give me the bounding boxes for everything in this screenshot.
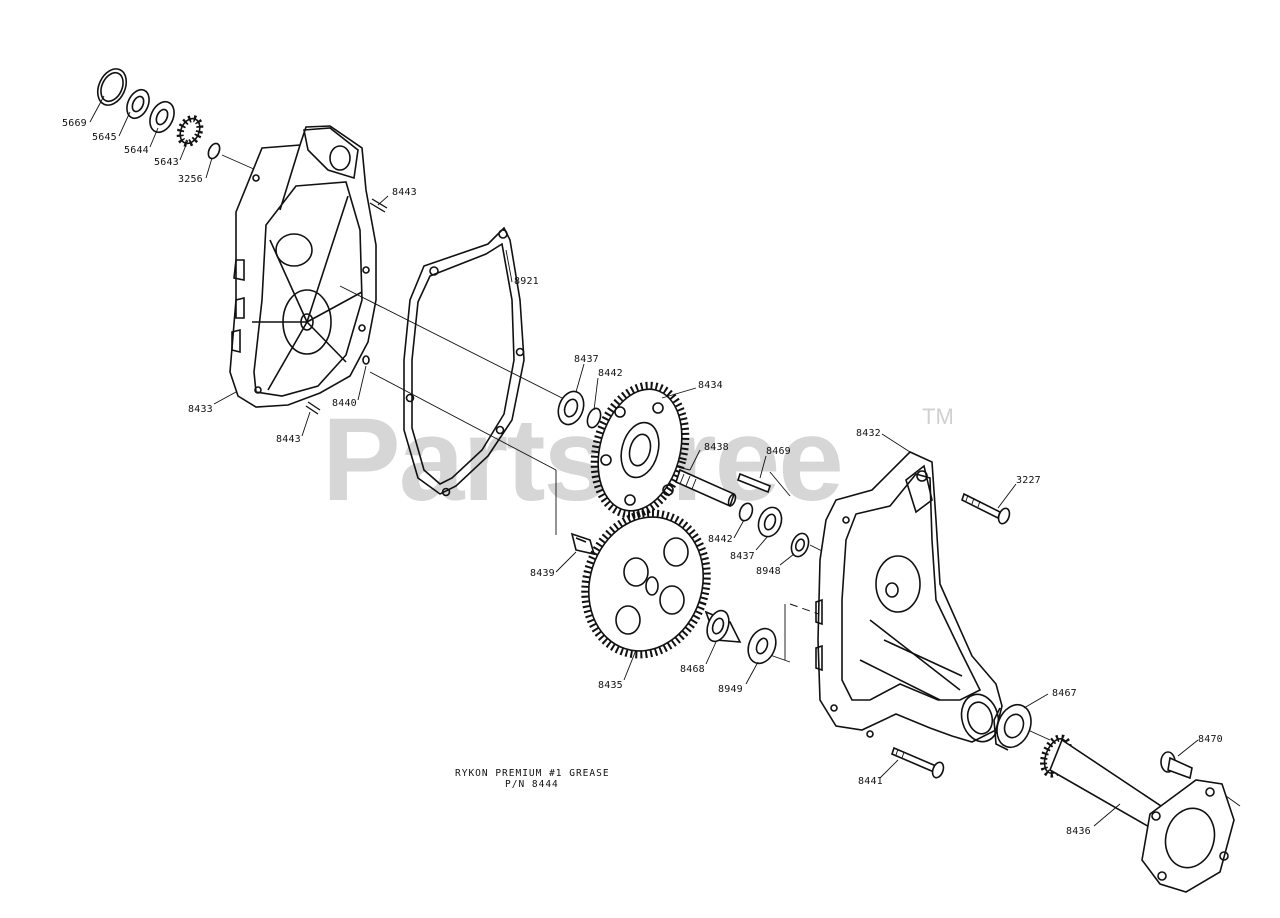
- label-8948: 8948: [756, 566, 781, 577]
- label-8468: 8468: [680, 664, 705, 675]
- part-3227-bolt[interactable]: [961, 492, 1011, 525]
- part-5669-ring[interactable]: [92, 64, 132, 109]
- label-8441: 8441: [858, 776, 883, 787]
- part-8433-left-housing[interactable]: [229, 125, 377, 408]
- label-8434: 8434: [698, 380, 723, 391]
- part-8440-dowel[interactable]: [362, 355, 370, 365]
- label-8440: 8440: [332, 398, 357, 409]
- label-8443-lower: 8443: [276, 434, 301, 445]
- part-8437-bearing-left[interactable]: [554, 388, 588, 428]
- label-5643: 5643: [154, 157, 179, 168]
- part-8949-washer[interactable]: [743, 624, 781, 667]
- part-8470-bolt[interactable]: [1160, 751, 1193, 780]
- part-8432-right-housing[interactable]: [815, 451, 1004, 746]
- part-8467-bearing[interactable]: [991, 700, 1037, 753]
- part-5644-bearing[interactable]: [145, 98, 178, 136]
- label-8437-left: 8437: [574, 354, 599, 365]
- watermark: PartsTree: [322, 394, 842, 526]
- part-labels: 5669 5645 5644 5643 3256 8443 8921 8433 …: [62, 118, 1223, 837]
- grease-note-line2: P/N 8444: [505, 779, 559, 790]
- part-8443-pin-lower[interactable]: [305, 401, 321, 415]
- label-8435: 8435: [598, 680, 623, 691]
- part-8948-washer[interactable]: [788, 531, 811, 559]
- part-8436-axle[interactable]: [1039, 734, 1235, 893]
- label-8443-upper: 8443: [392, 187, 417, 198]
- label-8921: 8921: [514, 276, 539, 287]
- label-8433: 8433: [188, 404, 213, 415]
- part-8443-pin-upper[interactable]: [369, 198, 388, 213]
- grease-note-line1: RYKON PREMIUM #1 GREASE: [455, 768, 610, 779]
- part-8437-bearing-right[interactable]: [755, 504, 786, 540]
- label-8432: 8432: [856, 428, 881, 439]
- label-8439: 8439: [530, 568, 555, 579]
- label-8438: 8438: [704, 442, 729, 453]
- label-8467: 8467: [1052, 688, 1077, 699]
- part-8439-clip[interactable]: [570, 532, 596, 556]
- leader-lines: [89, 95, 1199, 827]
- part-8442-washer-left[interactable]: [585, 407, 603, 430]
- label-8470: 8470: [1198, 734, 1223, 745]
- label-8437-right: 8437: [730, 551, 755, 562]
- label-3256: 3256: [178, 174, 203, 185]
- part-8438-shaft[interactable]: [675, 468, 737, 508]
- label-8436: 8436: [1066, 826, 1091, 837]
- label-5645: 5645: [92, 132, 117, 143]
- label-8442-left: 8442: [598, 368, 623, 379]
- label-8469: 8469: [766, 446, 791, 457]
- label-8442-right: 8442: [708, 534, 733, 545]
- part-8921-gasket[interactable]: [403, 226, 525, 497]
- label-5644: 5644: [124, 145, 149, 156]
- part-5645-seal[interactable]: [123, 86, 154, 122]
- part-8442-washer-right[interactable]: [737, 501, 754, 522]
- part-5643-pinion-gear[interactable]: [176, 115, 204, 147]
- part-8469-pin[interactable]: [737, 472, 771, 494]
- label-5669: 5669: [62, 118, 87, 129]
- trademark-mark: TM: [922, 404, 954, 429]
- label-3227: 3227: [1016, 475, 1041, 486]
- part-8441-bolt[interactable]: [891, 746, 945, 779]
- part-8468-bushing[interactable]: [703, 608, 742, 645]
- part-8434-gear[interactable]: [580, 375, 699, 525]
- part-3256-retaining-ring[interactable]: [206, 142, 222, 161]
- label-8949: 8949: [718, 684, 743, 695]
- part-8435-gear[interactable]: [567, 497, 726, 671]
